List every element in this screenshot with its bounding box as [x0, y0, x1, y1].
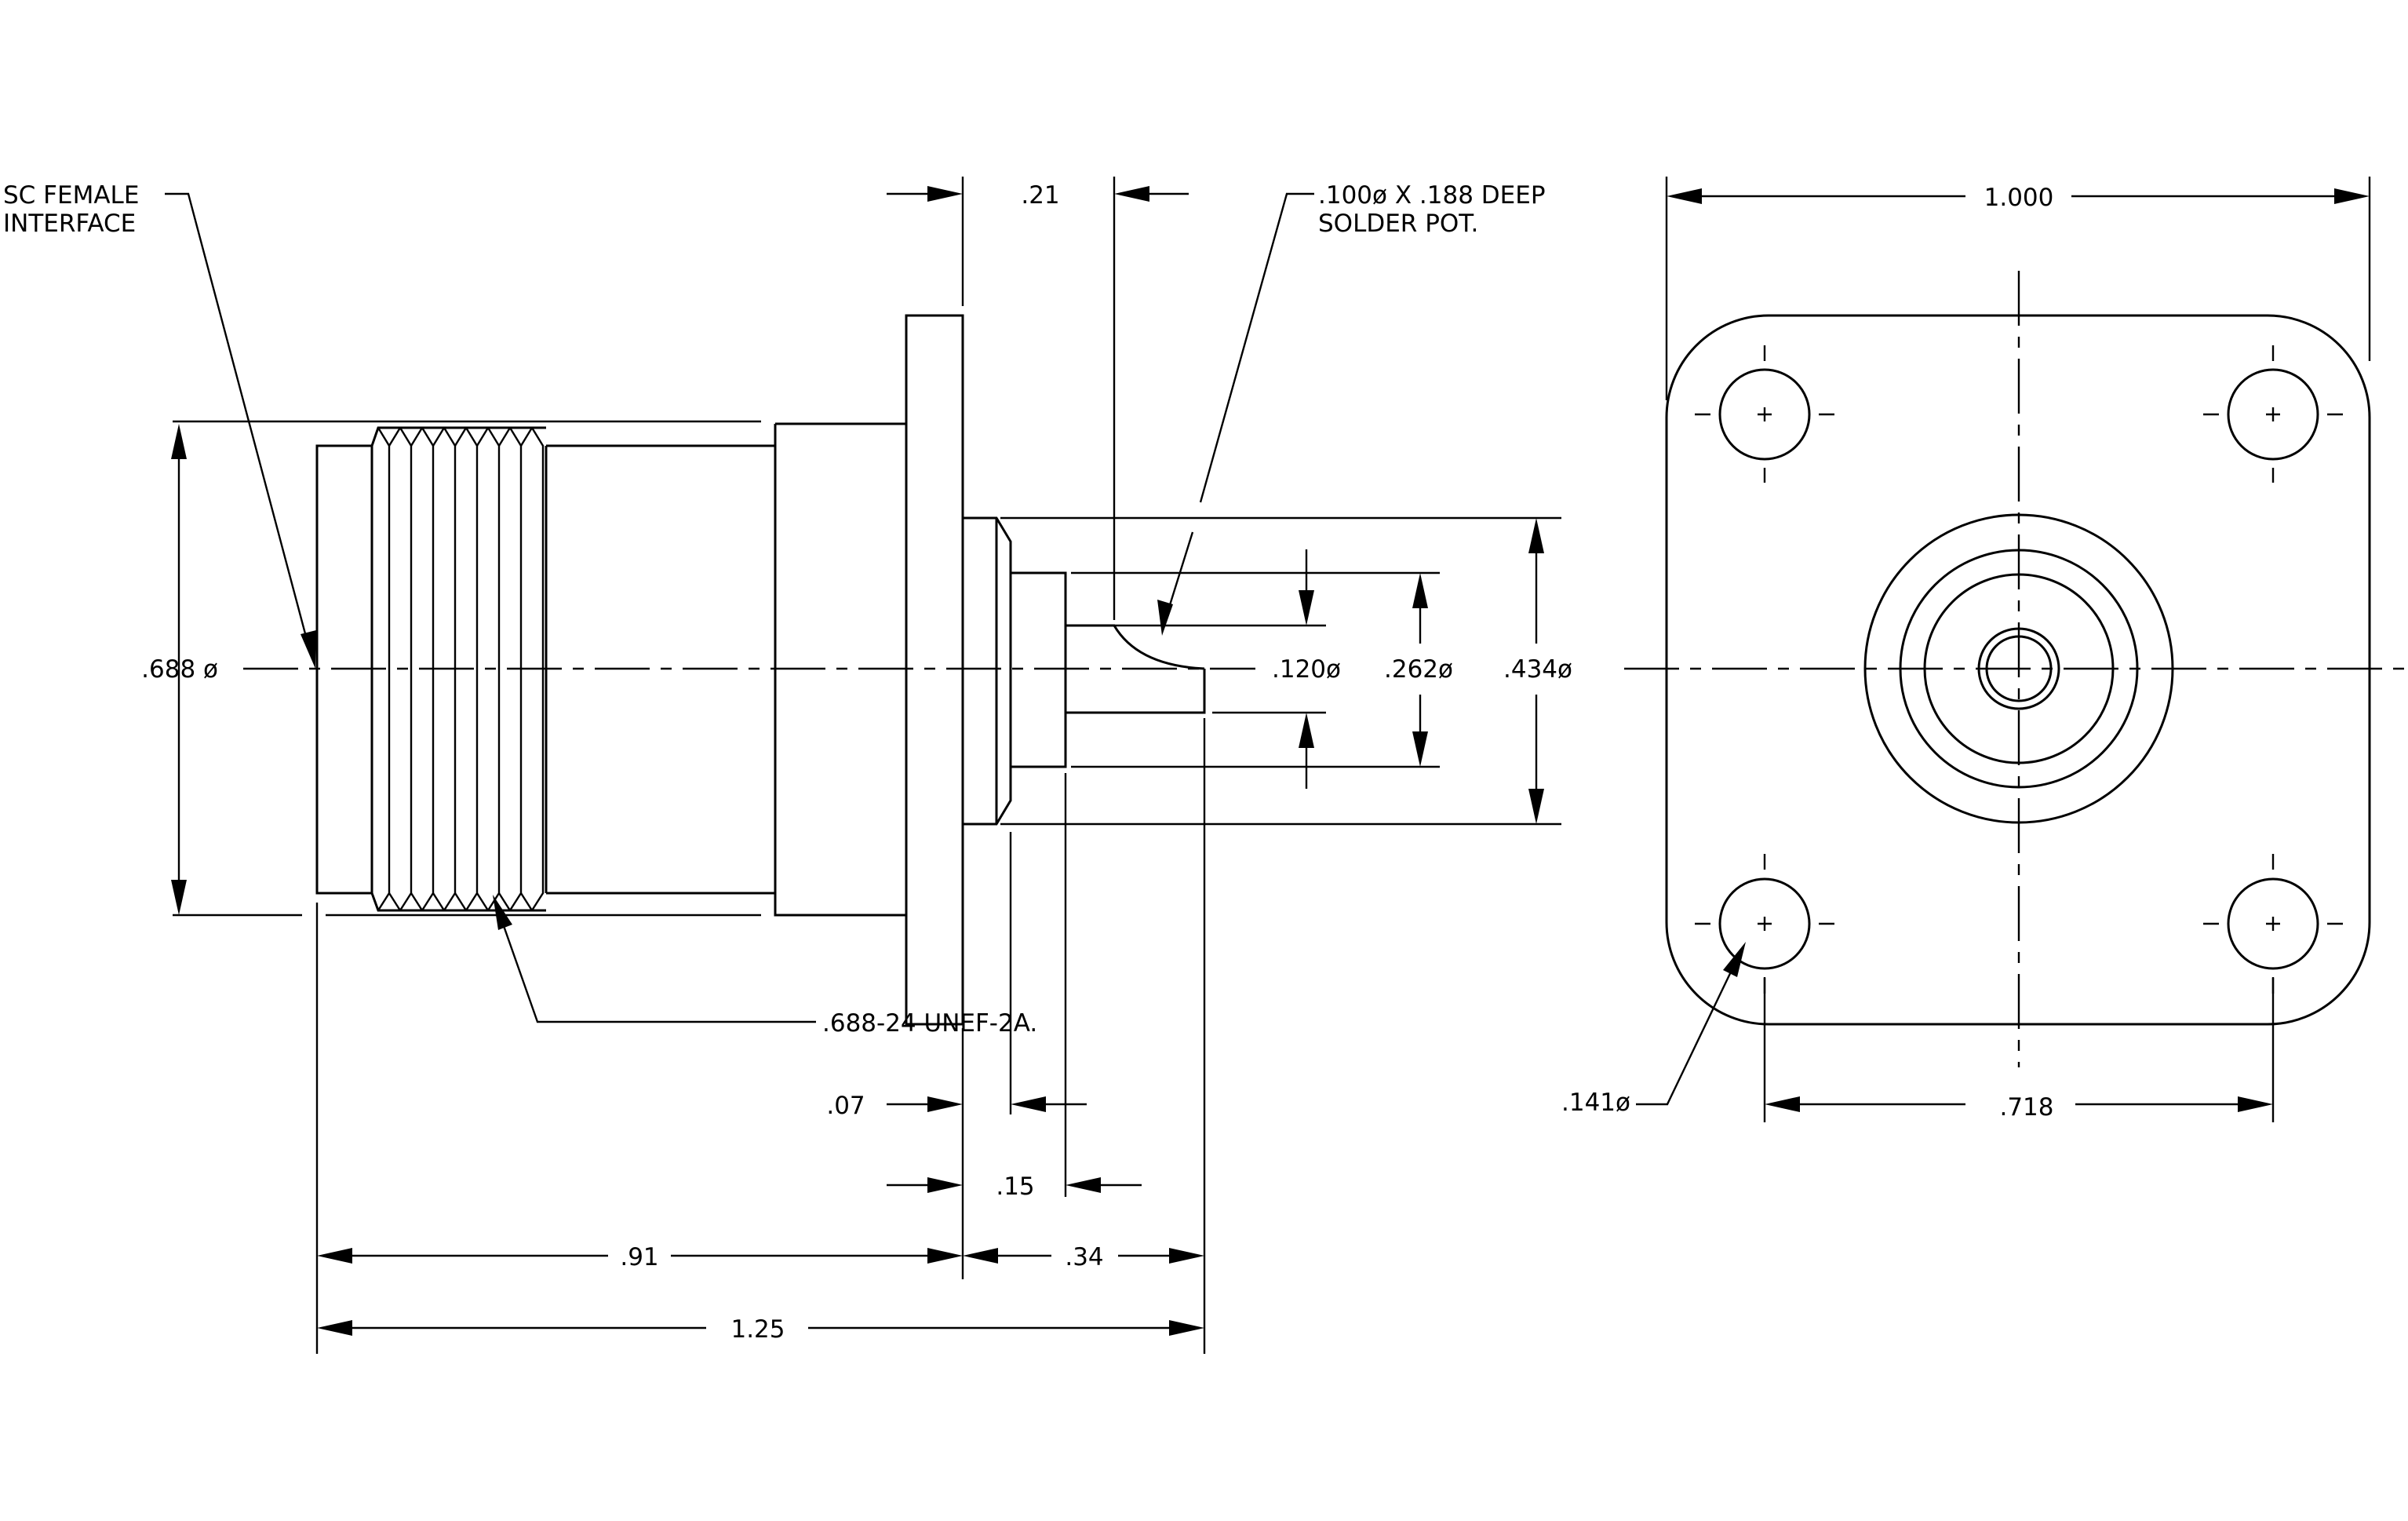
dim-120-dia: .120ø [1272, 655, 1341, 684]
leader-lines [165, 192, 1736, 1106]
bolt-hole-bottom-right [2227, 877, 2319, 970]
dim-34: .34 [1065, 1243, 1103, 1271]
dim-15: .15 [996, 1173, 1034, 1201]
interface-note-line1: SC FEMALE [3, 181, 139, 210]
bolt-hole-top-right [2227, 368, 2319, 461]
rear-boss [1009, 571, 1067, 768]
end-view [1624, 177, 2408, 1122]
bolt-hole-centers [1695, 345, 2343, 994]
dim-434-dia: .434ø [1503, 655, 1572, 684]
interface-note-line2: INTERFACE [3, 210, 136, 238]
dim-141-dia: .141ø [1561, 1089, 1630, 1117]
side-view [173, 177, 1561, 1354]
labels: SC FEMALE INTERFACE .100ø X .188 DEEP SO… [3, 181, 2054, 1344]
extension-lines [315, 177, 1561, 1354]
rear-collar [963, 516, 1012, 826]
dim-262-dia: .262ø [1384, 655, 1453, 684]
dim-125: 1.25 [730, 1315, 785, 1344]
thread-major-lines [173, 420, 761, 917]
bolt-hole-top-left [1718, 368, 1811, 461]
end-extension-lines [1665, 177, 2371, 1122]
dim-91: .91 [620, 1243, 658, 1271]
dim-07: .07 [826, 1092, 865, 1120]
thread-note: .688-24 UNEF-2A. [822, 1009, 1037, 1038]
dim-688-dia: .688 ø [141, 655, 218, 684]
arrowheads [171, 186, 2370, 1336]
solder-pot-note-line2: SOLDER POT. [1318, 210, 1478, 238]
dimension-lines [177, 192, 2355, 1330]
dim-718: .718 [1999, 1093, 2053, 1122]
dim-21: .21 [1021, 181, 1059, 210]
flange [905, 314, 964, 1026]
dim-1000: 1.000 [1984, 184, 2054, 212]
solder-pot-note-line1: .100ø X .188 DEEP [1318, 181, 1546, 210]
solder-cup [1066, 624, 1206, 714]
bolt-hole-bottom-left [1718, 877, 1811, 970]
